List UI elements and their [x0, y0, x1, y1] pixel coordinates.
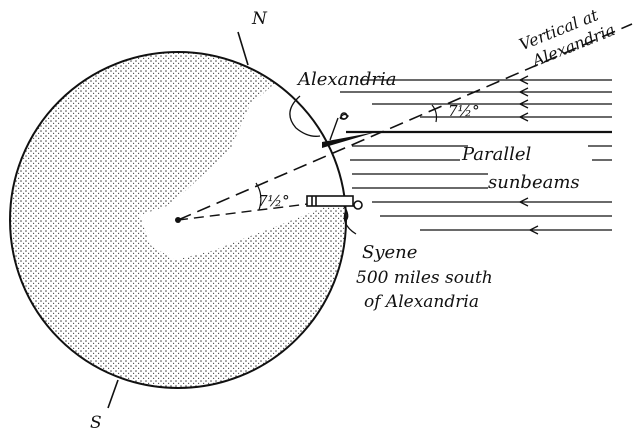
sunbeam-arrowheads: [518, 75, 539, 235]
syene-well: [306, 195, 363, 221]
alexandria-label: Alexandria: [296, 69, 397, 90]
syene-leader: [343, 209, 357, 235]
syene-radius-line: [177, 203, 309, 221]
alexandria-leader: [289, 95, 321, 137]
sunbeams-label: sunbeams: [488, 172, 580, 193]
alexandria-angle-arc: [431, 104, 438, 123]
center-angle-arc: [255, 182, 262, 211]
north-label: N: [251, 9, 268, 29]
earth-axis-south: [107, 379, 119, 409]
syene-reference-label: of Alexandria: [364, 292, 479, 312]
parallel-sunbeams: [340, 79, 612, 231]
earth-axis-north: [237, 31, 249, 66]
alexandria-angle-label: 7½°: [448, 102, 480, 120]
alexandria-shadow-wedge: [322, 132, 376, 148]
parallel-label: Parallel: [461, 144, 532, 165]
alexandria-gnomon: [329, 112, 349, 141]
vertical-at-alexandria-line: [177, 23, 633, 221]
syene-label: Syene: [362, 242, 417, 263]
syene-distance-label: 500 miles south: [356, 268, 493, 288]
center-angle-label: 7½°: [258, 192, 290, 210]
vertical-at-alexandria-label: Vertical at Alexandria: [516, 5, 617, 71]
south-label: S: [90, 413, 102, 433]
